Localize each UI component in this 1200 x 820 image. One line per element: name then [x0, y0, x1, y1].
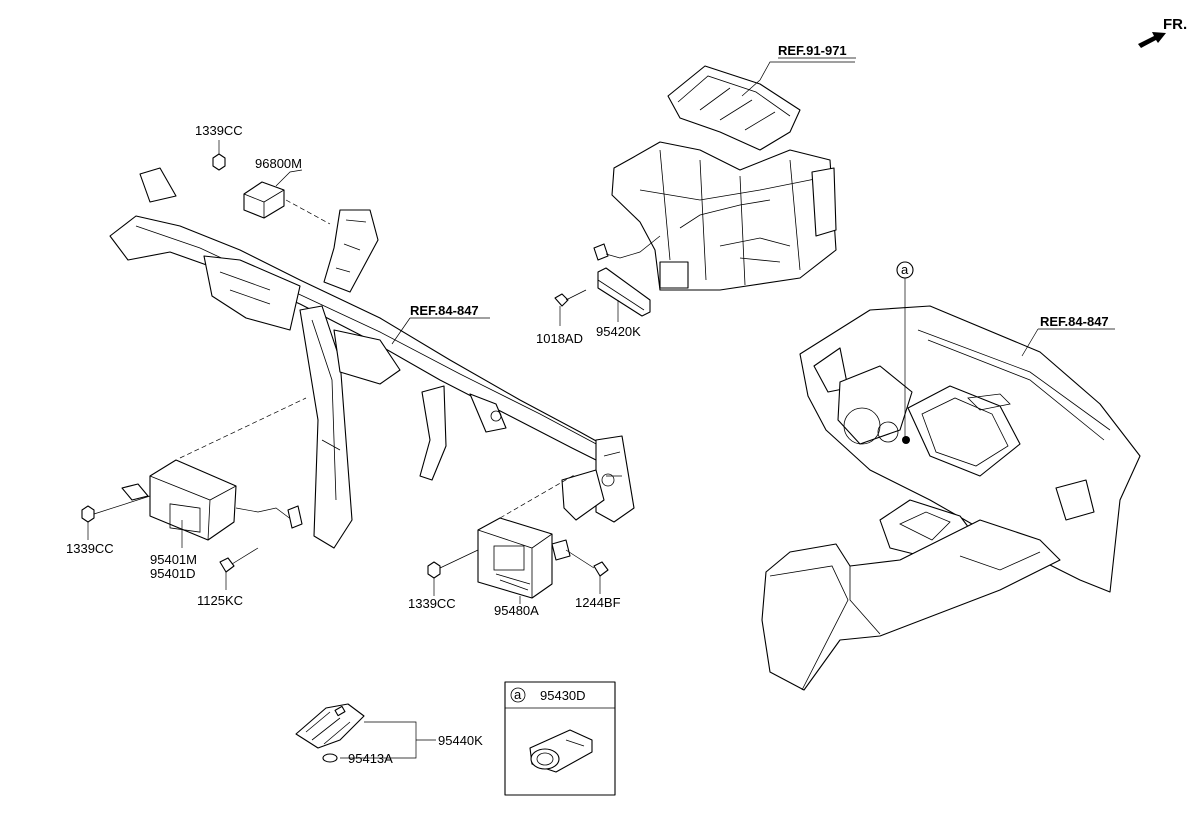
label-smart-key: 95440K — [438, 733, 483, 748]
start-button-location-dot — [902, 436, 910, 444]
hvac-unit-drawing — [611, 61, 855, 291]
label-bolt-1125kc: 1125KC — [197, 593, 243, 608]
label-module-95401m: 95401M — [150, 552, 197, 567]
label-module-96800m: 96800M — [255, 156, 302, 171]
start-button-inset: a 95430D — [504, 681, 616, 796]
front-direction-indicator: FR. — [1138, 16, 1187, 48]
cowl-cross-beam-drawing — [109, 167, 635, 549]
front-label: FR. — [1163, 16, 1187, 33]
label-start-button: 95430D — [540, 688, 586, 703]
antenna-drawing — [554, 235, 661, 326]
dashboard-callout-circle — [896, 261, 914, 279]
label-nut-left: 1339CC — [66, 541, 114, 556]
module-95401m-drawing — [81, 397, 307, 590]
label-nut-top: 1339CC — [195, 123, 243, 138]
label-antenna-95420k: 95420K — [596, 324, 641, 339]
inset-callout-letter: a — [514, 687, 522, 702]
inset-callout-circle — [510, 687, 526, 703]
ref-crash-pad-beam: REF.84-847 — [410, 303, 479, 318]
module-96800m-drawing — [212, 140, 331, 225]
front-arrow-icon — [1138, 32, 1166, 48]
smart-key-drawing — [295, 703, 436, 763]
label-bolt-1244bf: 1244BF — [575, 595, 621, 610]
ref-hvac-unit: REF.91-971 — [778, 43, 847, 58]
label-nut-mid: 1339CC — [408, 596, 456, 611]
label-module-95401d: 95401D — [150, 566, 196, 581]
label-module-95480a: 95480A — [494, 603, 539, 618]
module-95480a-drawing — [427, 473, 609, 604]
dashboard-callout-letter: a — [901, 262, 909, 277]
label-bolt-1018ad: 1018AD — [536, 331, 583, 346]
dashboard-drawing: a — [761, 261, 1141, 691]
label-battery: 95413A — [348, 751, 393, 766]
ref-crash-pad-dash: REF.84-847 — [1040, 314, 1109, 329]
